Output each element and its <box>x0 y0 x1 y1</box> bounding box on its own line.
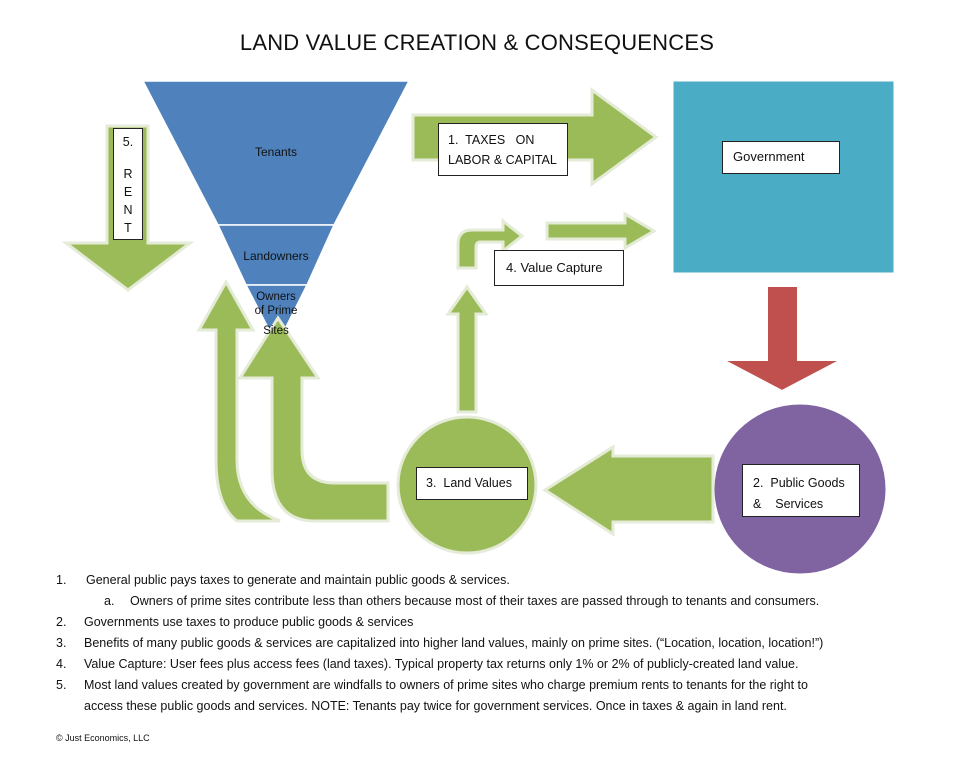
note-item: 5. Most land values created by governmen… <box>56 675 936 696</box>
note-continuation: access these public goods and services. … <box>56 696 936 717</box>
government-label-box: Government <box>722 141 840 174</box>
value-capture-arrow <box>545 211 657 251</box>
taxes-line2: LABOR & CAPITAL <box>448 153 557 167</box>
note-item: 1. General public pays taxes to generate… <box>56 570 936 591</box>
note-text: Governments use taxes to produce public … <box>84 615 414 629</box>
land-values-up-arrow <box>445 284 489 414</box>
page-title: LAND VALUE CREATION & CONSEQUENCES <box>239 30 715 55</box>
note-text: Most land values created by government a… <box>84 678 808 692</box>
note-number: a. <box>104 594 115 608</box>
owners-line1: Owners <box>256 291 296 303</box>
owners-line3: Sites <box>263 325 289 337</box>
government-square <box>670 78 897 276</box>
note-number: 1. <box>56 573 67 587</box>
public-goods-line2: & Services <box>753 497 824 511</box>
note-text: General public pays taxes to generate an… <box>86 573 510 587</box>
public-goods-line1: 2. Public Goods <box>753 476 845 490</box>
note-text: access these public goods and services. … <box>84 699 787 713</box>
note-text: Benefits of many public goods & services… <box>84 636 824 650</box>
note-text: Value Capture: User fees plus access fee… <box>84 657 799 671</box>
value-capture-label-box: 4. Value Capture <box>494 250 624 286</box>
red-down-arrow <box>722 285 842 393</box>
rent-label-box: 5. R E N T <box>113 128 143 240</box>
taxes-line1: 1. TAXES ON <box>448 133 535 147</box>
funnel-prime-sites <box>244 284 309 347</box>
note-text: Owners of prime sites contribute less th… <box>130 594 820 608</box>
rent-letter-n: N <box>123 203 133 217</box>
landowners-label: Landowners <box>243 249 309 263</box>
curved-arrow-outer <box>196 278 281 523</box>
note-number: 3. <box>56 636 67 650</box>
taxes-label-box: 1. TAXES ON LABOR & CAPITAL <box>438 123 568 176</box>
rent-letter-e: E <box>123 185 133 199</box>
copyright: © Just Economics, LLC <box>56 733 150 743</box>
owners-prime-sites-label: Owners of Prime Sites <box>240 290 312 338</box>
note-number: 5. <box>56 678 67 692</box>
land-values-label-box: 3. Land Values <box>416 467 528 500</box>
value-capture-bent-arrow <box>456 217 525 270</box>
rent-number: 5. <box>122 135 134 149</box>
note-number: 4. <box>56 657 67 671</box>
rent-letter-r: R <box>123 167 133 181</box>
rent-letter-t: T <box>124 221 132 235</box>
curved-arrow-inner <box>237 315 390 523</box>
public-goods-label-box: 2. Public Goods & Services <box>742 464 860 517</box>
notes-list: 1. General public pays taxes to generate… <box>56 570 936 717</box>
note-subitem: a. Owners of prime sites contribute less… <box>56 591 936 612</box>
note-item: 4. Value Capture: User fees plus access … <box>56 654 936 675</box>
note-item: 2. Governments use taxes to produce publ… <box>56 612 936 633</box>
left-arrow-to-land-values <box>542 444 715 537</box>
owners-line2: of Prime <box>254 305 298 317</box>
tenants-label: Tenants <box>254 145 298 159</box>
note-item: 3. Benefits of many public goods & servi… <box>56 633 936 654</box>
note-number: 2. <box>56 615 67 629</box>
